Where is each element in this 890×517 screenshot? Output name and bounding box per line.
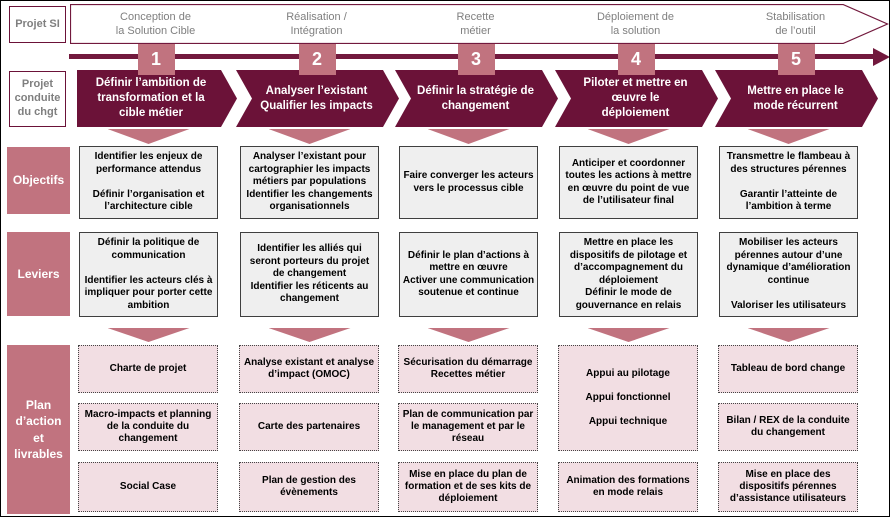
down-arrow-icon (268, 129, 351, 144)
phase-label: Conception de la Solution Cible (115, 10, 196, 37)
change-phase-banner: Piloter et mettre en œuvre le déploiemen… (555, 70, 718, 127)
deliverable-box: Charte de projet (78, 345, 218, 393)
plan-row-label: Plan d’action et livrables (7, 345, 70, 514)
down-arrow-icon (587, 129, 670, 144)
change-phase-banner: Analyser l’existant Qualifier les impact… (236, 70, 399, 127)
leviers-cell: Définir le plan d’actions à mettre en œu… (399, 232, 538, 317)
phase-label: Recette métier (456, 10, 495, 37)
deliverable-box: Mise en place du plan de formation et de… (398, 462, 538, 512)
leviers-cell: Mettre en place les dispositifs de pilot… (559, 232, 698, 317)
deliverable-box: Plan de communication par le management … (398, 403, 538, 451)
deliverable-box: Tableau de bord change (718, 345, 858, 393)
deliverable-box: Bilan / REX de la conduite du changement (718, 403, 858, 451)
change-phase-banner: Définir l’ambition de transformation et … (77, 70, 237, 127)
phase-number-badge: 1 (137, 44, 175, 75)
change-phase-banner: Définir la stratégie de changement (395, 70, 558, 127)
objectifs-cell: Transmettre le flambeau à des structures… (719, 146, 858, 219)
down-arrow-icon (747, 129, 830, 144)
phase-number-badge: 4 (617, 44, 655, 75)
phase-number-badge: 3 (457, 44, 495, 75)
leviers-cell: Mobiliser les acteurs pérennes autour d’… (719, 232, 858, 317)
objectifs-cell: Faire converger les acteurs vers le proc… (399, 146, 538, 219)
phase-number-badge: 5 (777, 44, 815, 75)
down-arrow-icon (107, 328, 190, 342)
objectifs-cell: Analyser l’existant pour cartographier l… (240, 146, 379, 219)
objectifs-row-label: Objectifs (7, 147, 70, 214)
deliverable-box: Macro-impacts et planning de la conduite… (78, 403, 218, 451)
phase-label: Stabilisation de l’outil (765, 10, 826, 37)
timeline-outline-arrow (70, 4, 889, 44)
projet-si-label: Projet SI (9, 6, 66, 43)
leviers-row-label: Leviers (7, 232, 70, 316)
projet-conduite-label: Projet conduite du chgt (9, 71, 66, 127)
phase-label: Déploiement de la solution (596, 10, 675, 37)
down-arrow-icon (747, 328, 830, 342)
deliverable-box: Sécurisation du démarrage Recettes métie… (398, 345, 538, 393)
phase-label: Réalisation / Intégration (286, 10, 347, 37)
deliverable-box: Analyse existant et analyse d’impact (OM… (239, 345, 379, 393)
phase-number-badge: 2 (298, 44, 336, 75)
objectifs-cell: Anticiper et coordonner toutes les actio… (559, 146, 698, 219)
deliverable-box: Mise en place des dispositifs pérennes d… (718, 462, 858, 512)
deliverable-box: Plan de gestion des évènements (239, 462, 379, 512)
deliverable-box: Social Case (78, 462, 218, 512)
timeline-arrowhead-icon (873, 48, 889, 66)
deliverable-box: Animation des formations en mode relais (558, 462, 698, 512)
change-phase-banner: Mettre en place le mode récurrent (715, 70, 878, 127)
down-arrow-icon (427, 129, 510, 144)
down-arrow-icon (587, 328, 670, 342)
objectifs-cell: Identifier les enjeux de performance att… (79, 146, 218, 219)
deliverable-box: Carte des partenaires (239, 403, 379, 451)
down-arrow-icon (427, 328, 510, 342)
deliverable-box: Appui au pilotage Appui fonctionnel Appu… (558, 345, 698, 451)
down-arrow-icon (107, 129, 190, 144)
leviers-cell: Définir la politique de communication Id… (79, 232, 218, 317)
leviers-cell: Identifier les alliés qui seront porteur… (240, 232, 379, 317)
down-arrow-icon (268, 328, 351, 342)
